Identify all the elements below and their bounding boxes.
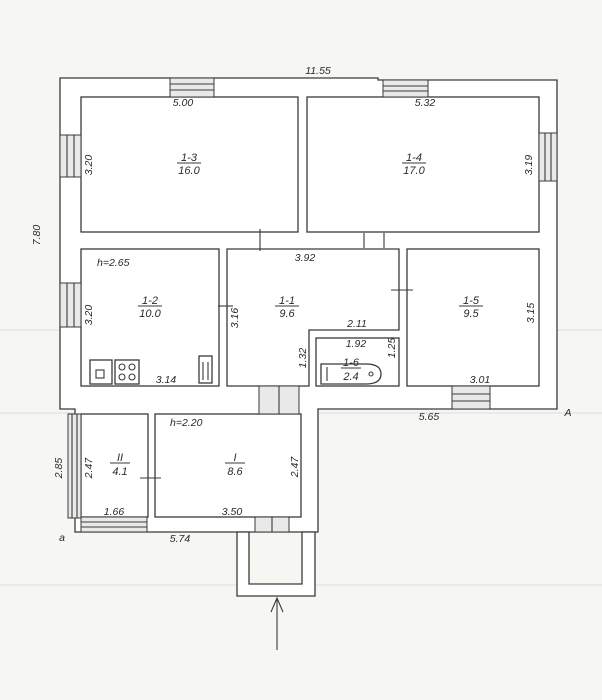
room-1-4-id: 1-4 [406, 152, 422, 164]
room-1-6-id: 1-6 [343, 357, 360, 369]
dim-r15-width: 3.01 [470, 374, 490, 386]
dim-main-back: 5.65 [419, 411, 440, 423]
room-1-3-id: 1-3 [181, 152, 198, 164]
room-1-5-area: 9.5 [463, 308, 479, 320]
dim-annex-width: 5.74 [170, 533, 191, 545]
fixtures [89, 355, 382, 385]
room-I-area: 8.6 [227, 466, 243, 478]
marker-a: a [59, 532, 65, 544]
dim-porch-depth: 2.47 [289, 456, 301, 479]
dim-r11-step: 2.11 [346, 318, 367, 330]
overall-width-label: 11.55 [305, 65, 331, 77]
plan-labels: 11.55 7.80 1-3 16.0 5.00 3.20 1-4 17.0 5… [31, 65, 572, 545]
dim-vest-width: 1.66 [104, 506, 125, 518]
windows [59, 77, 558, 533]
dim-corridor-width: 3.92 [295, 252, 316, 264]
room-1-2-area: 10.0 [139, 308, 161, 320]
room-1-5-id: 1-5 [463, 295, 480, 307]
dim-bath-left: 1.32 [297, 348, 309, 369]
marker-A: A [563, 407, 571, 419]
room-outlines [80, 96, 540, 518]
window-top-left [169, 77, 215, 98]
room-1-4-area: 17.0 [403, 165, 425, 177]
room-1-4-outline [306, 96, 540, 233]
room-1-6-area: 2.4 [342, 371, 358, 383]
room-1-2-id: 1-2 [142, 295, 158, 307]
window-annex-left [67, 413, 82, 519]
sink-icon [89, 359, 113, 385]
dim-r11-depth: 3.16 [229, 308, 241, 329]
dim-r13-width: 5.00 [173, 97, 194, 109]
dim-vest-depth-inner: 2.47 [83, 457, 95, 480]
dim-bath-width: 1.92 [346, 338, 367, 350]
dim-r14-depth: 3.19 [523, 155, 535, 176]
window-left-upper [59, 134, 82, 178]
dim-porch-width: 3.50 [222, 506, 243, 518]
room-1-1-area: 9.6 [279, 308, 295, 320]
room-II-area: 4.1 [112, 466, 127, 478]
dim-bath-right: 1.25 [386, 338, 398, 359]
room-1-3-area: 16.0 [178, 165, 200, 177]
room-I-id: I [233, 452, 236, 464]
room-1-3-outline [80, 96, 299, 233]
height-annex: h=2.20 [170, 417, 203, 429]
boiler-icon [198, 355, 213, 384]
dim-r13-depth: 3.20 [83, 155, 95, 176]
stove-icon [114, 359, 140, 385]
bathtub-icon [320, 363, 382, 385]
dim-r12-depth: 3.20 [83, 305, 95, 326]
height-main: h=2.65 [97, 257, 130, 269]
room-II-id: II [117, 452, 123, 464]
dim-vest-depth-outer: 2.85 [53, 458, 65, 480]
dim-r12-width: 3.14 [156, 374, 177, 386]
window-left-lower [59, 282, 82, 328]
window-top-right [382, 79, 429, 98]
entrance-steps [236, 531, 316, 597]
room-1-1-outline [226, 248, 400, 387]
door-marks [140, 229, 413, 533]
window-right-upper [538, 132, 558, 182]
room-I-outline [154, 413, 302, 518]
dim-r14-width: 5.32 [415, 97, 436, 109]
entrance-arrow-icon [270, 596, 284, 650]
overall-depth-label: 7.80 [31, 225, 43, 246]
room-1-1-id: 1-1 [279, 295, 295, 307]
dim-r15-depth: 3.15 [525, 303, 537, 324]
window-annex-bottom [80, 516, 148, 533]
room-1-5-outline [406, 248, 540, 387]
window-bottom-right [451, 385, 491, 410]
